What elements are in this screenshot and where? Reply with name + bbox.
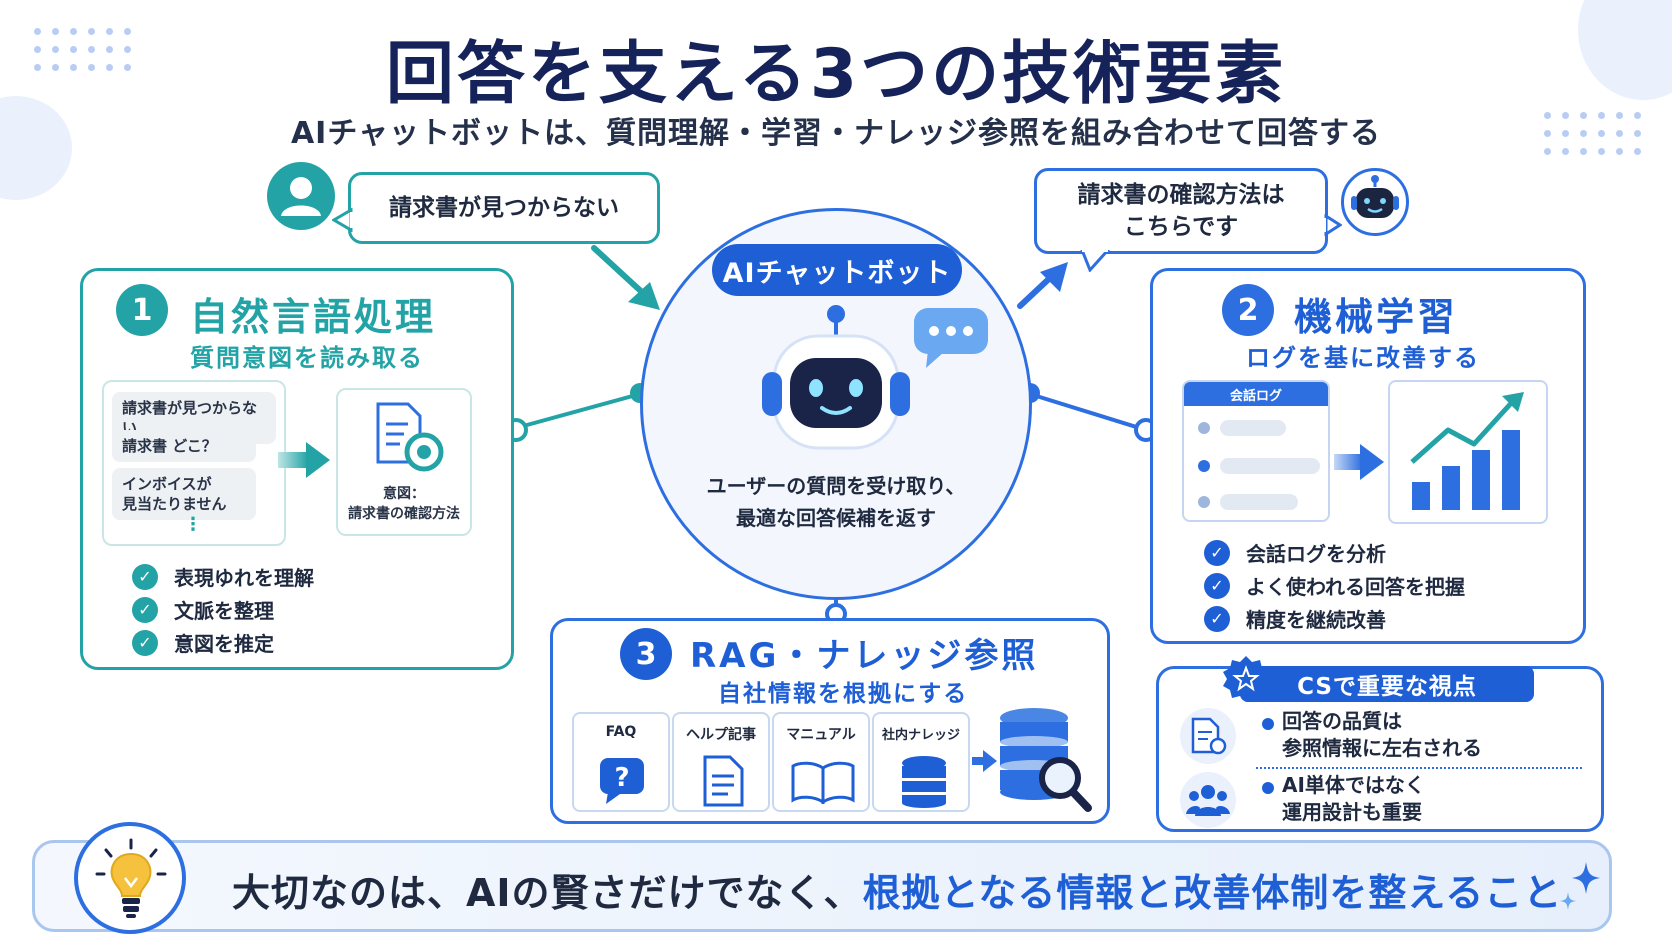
bot-bubble-tail-right <box>1324 214 1342 236</box>
check-icon: ✓ <box>132 629 158 656</box>
banner-text-highlight: 根拠となる情報と改善体制を整えること <box>862 871 1563 915</box>
award-badge-icon <box>1223 656 1269 702</box>
robot-icon <box>762 305 910 450</box>
hub-description: ユーザーの質問を受け取り、 最適な回答候補を返す <box>706 474 966 530</box>
cs-icon-circle <box>1180 772 1236 828</box>
ml-check-text: 精度を継続改善 <box>1246 608 1386 632</box>
nlp-title: 自然言語処理 <box>190 295 437 339</box>
svg-text:?: ? <box>614 763 629 793</box>
bot-reply-text: 請求書の確認方法は こちらです <box>1077 182 1285 240</box>
rag-source-manual: マニュアル <box>772 712 870 812</box>
cs-point-2: AI単体ではなく 運用設計も重要 <box>1282 773 1425 824</box>
user-message-text: 請求書が見つからない <box>389 195 619 221</box>
faq-question-icon: ? <box>600 758 644 804</box>
ml-number-badge: 2 <box>1222 284 1274 336</box>
nlp-intent-label: 意図： 請求書の確認方法 <box>348 486 460 522</box>
sparkle-icon <box>1560 862 1600 910</box>
check-icon: ✓ <box>132 596 158 623</box>
user-bubble-tail <box>332 208 354 232</box>
nlp-checklist: ✓ 表現ゆれを理解 ✓ 文脈を整理 ✓ 意図を推定 <box>132 560 314 659</box>
cs-title: CSで重要な視点 <box>1240 666 1534 702</box>
banner-message: 大切なのは、AIの賢さだけでなく、根拠となる情報と改善体制を整えること <box>232 862 1562 917</box>
page-title: 回答を支える3つの技術要素 <box>385 35 1287 114</box>
rag-source-knowledge: 社内ナレッジ <box>872 712 970 812</box>
ml-check-text: 会話ログを分析 <box>1246 542 1386 566</box>
rag-source-label: ヘルプ記事 <box>686 727 756 743</box>
ml-check-row: ✓ よく使われる回答を把握 <box>1204 569 1465 602</box>
ml-title: 機械学習 <box>1294 295 1459 339</box>
ml-check-text: よく使われる回答を把握 <box>1246 575 1465 599</box>
rag-source-label: マニュアル <box>786 727 856 743</box>
nlp-example-2: 請求書 どこ？ <box>112 430 256 462</box>
bot-speech-bubble: 請求書の確認方法は こちらです <box>1034 168 1328 254</box>
cs-point-1: 回答の品質は 参照情報に左右される <box>1282 709 1482 760</box>
page-subtitle: AIチャットボットは、質問理解・学習・ナレッジ参照を組み合わせて回答する <box>290 116 1382 151</box>
bot-bubble-tail <box>1080 250 1110 272</box>
decor-dots-top-left <box>34 28 131 71</box>
banner-text-plain: 大切なのは、AIの賢さだけでなく、 <box>232 871 863 915</box>
nlp-arrow-icon <box>278 442 330 478</box>
bot-avatar-icon <box>1341 168 1409 236</box>
database-search-icon <box>1000 708 1092 812</box>
hub-label: AIチャットボット <box>712 244 962 296</box>
ml-log-title: 会話ログ <box>1184 382 1328 406</box>
user-speech-bubble: 請求書が見つからない <box>348 172 660 244</box>
rag-title: RAG・ナレッジ参照 <box>690 636 1039 676</box>
ml-arrow-icon <box>1334 444 1384 480</box>
decor-dots-top-right <box>1544 112 1641 155</box>
nlp-check-row: ✓ 意図を推定 <box>132 626 314 659</box>
nlp-subtitle: 質問意図を読み取る <box>190 344 424 372</box>
log-rows-icon <box>1198 420 1320 510</box>
chat-dots-icon <box>914 308 988 368</box>
document-check-icon <box>1191 717 1227 755</box>
cs-bullet-icon <box>1262 718 1274 730</box>
rag-source-help: ヘルプ記事 <box>672 712 770 812</box>
cs-divider <box>1256 767 1582 769</box>
user-avatar-icon <box>267 162 335 230</box>
nlp-number-badge: 1 <box>116 284 168 336</box>
team-people-icon <box>1186 785 1230 816</box>
database-icon <box>902 756 946 808</box>
rag-source-faq: FAQ ? <box>572 712 670 812</box>
nlp-check-row: ✓ 文脈を整理 <box>132 593 314 626</box>
ml-check-row: ✓ 精度を継続改善 <box>1204 602 1465 635</box>
lightbulb-icon <box>95 838 167 918</box>
document-target-icon <box>376 402 444 472</box>
rag-source-label: 社内ナレッジ <box>881 728 960 743</box>
cs-bullet-icon <box>1262 782 1274 794</box>
check-icon: ✓ <box>132 563 158 590</box>
nlp-check-text: 意図を推定 <box>174 632 274 656</box>
ml-check-row: ✓ 会話ログを分析 <box>1204 536 1465 569</box>
nlp-example-3: インボイスが 見当たりません <box>112 468 256 520</box>
nlp-check-row: ✓ 表現ゆれを理解 <box>132 560 314 593</box>
rag-number-badge: 3 <box>620 628 672 680</box>
bottom-banner <box>32 840 1612 932</box>
rag-arrow-icon <box>972 750 997 772</box>
rag-source-label: FAQ <box>605 724 637 740</box>
document-icon <box>703 755 744 807</box>
ml-checklist: ✓ 会話ログを分析 ✓ よく使われる回答を把握 ✓ 精度を継続改善 <box>1204 536 1465 635</box>
nlp-ellipsis: ⋮ <box>184 514 202 535</box>
open-book-icon <box>791 761 855 804</box>
growth-chart-icon <box>1410 392 1524 510</box>
check-icon: ✓ <box>1204 539 1230 566</box>
nlp-check-text: 表現ゆれを理解 <box>174 566 314 590</box>
ml-graph-box <box>1388 380 1548 524</box>
check-icon: ✓ <box>1204 605 1230 632</box>
rag-subtitle: 自社情報を根拠にする <box>718 681 969 707</box>
ml-log-box: 会話ログ <box>1182 380 1330 522</box>
check-icon: ✓ <box>1204 572 1230 599</box>
nlp-check-text: 文脈を整理 <box>174 599 274 623</box>
ml-subtitle: ログを基に改善する <box>1246 344 1480 372</box>
